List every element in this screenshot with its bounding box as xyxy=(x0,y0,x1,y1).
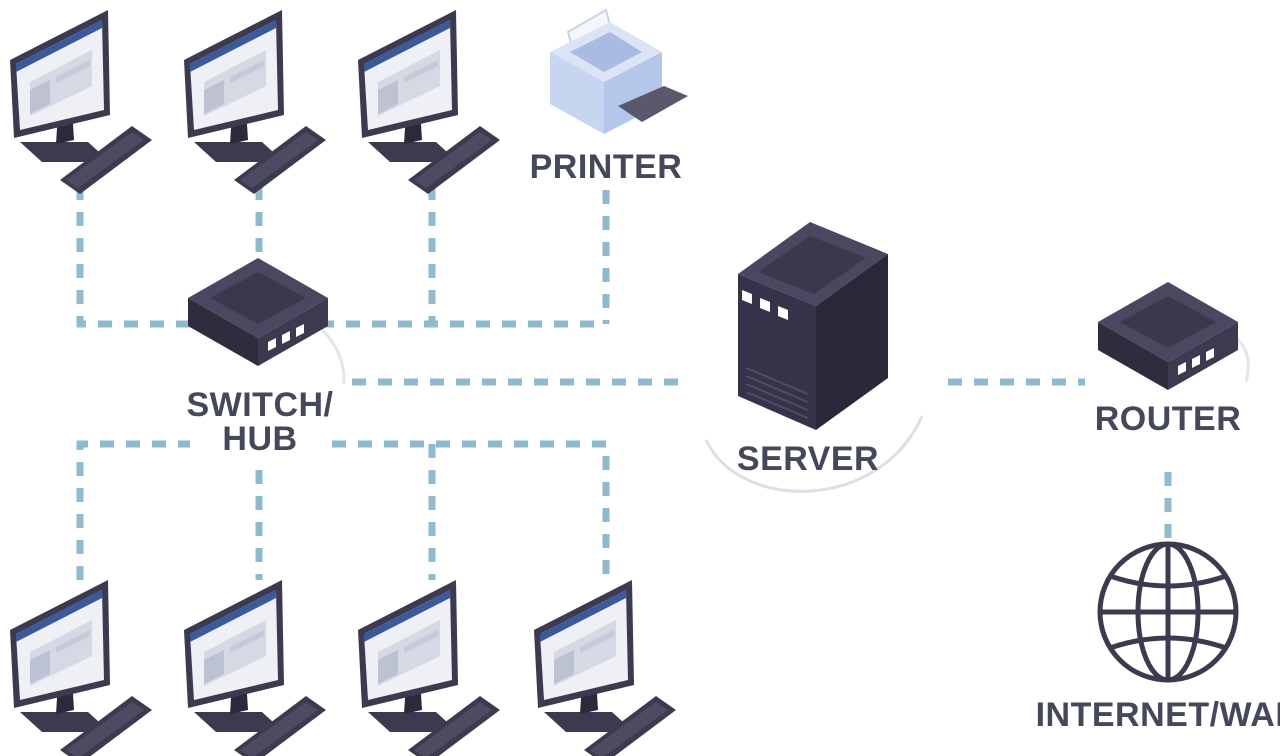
server-icon xyxy=(738,222,888,430)
switch-arc xyxy=(320,328,346,385)
computer-top-3 xyxy=(358,10,500,194)
computer-top-1 xyxy=(10,10,152,194)
connection-lines xyxy=(76,186,1172,580)
router-icon xyxy=(1098,282,1238,390)
computer-bottom-1 xyxy=(10,580,152,756)
printer-label: PRINTER xyxy=(530,148,683,186)
computer-top-2 xyxy=(184,10,326,194)
printer-icon xyxy=(550,8,688,134)
internet-wan-label: INTERNET/WAN xyxy=(1036,696,1280,734)
computer-bottom-4 xyxy=(534,580,676,756)
server-label: SERVER xyxy=(737,440,879,478)
server-arc xyxy=(704,415,924,493)
switch-label-line2: HUB xyxy=(222,420,297,458)
computer-bottom-2 xyxy=(184,580,326,756)
switch-label-line1: SWITCH/ xyxy=(186,386,333,424)
bottom-bus-line xyxy=(76,440,610,580)
router-label: ROUTER xyxy=(1095,400,1242,438)
globe-icon xyxy=(1097,541,1239,683)
switch-hub-icon xyxy=(188,258,328,366)
computer-bottom-3 xyxy=(358,580,500,756)
top-bus-line xyxy=(76,186,610,328)
